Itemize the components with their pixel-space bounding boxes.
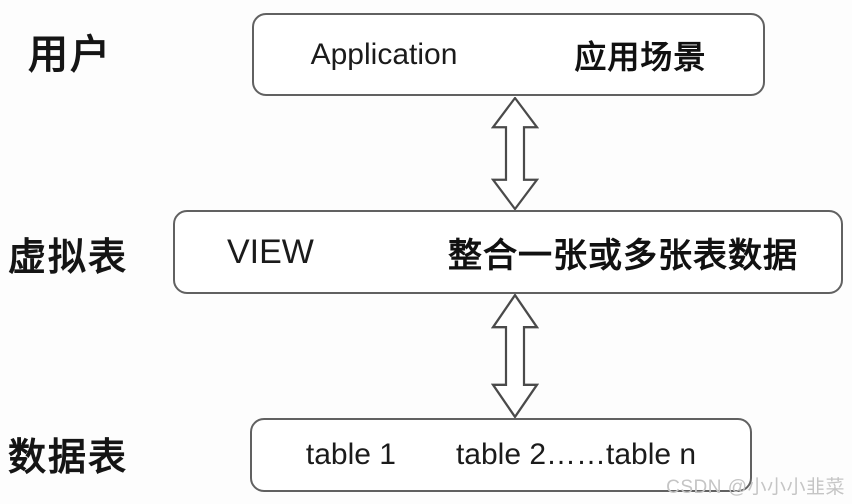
row-label-data-table: 数据表 (8, 437, 129, 479)
tables-box-table1-label: table 1 (305, 438, 396, 471)
application-box-en-label: Application (310, 37, 458, 71)
application-box: Application 应用场景 (252, 13, 765, 96)
view-box-en-label: VIEW (227, 232, 314, 271)
view-box: VIEW 整合一张或多张表数据 (173, 210, 843, 294)
tables-box: table 1 table 2……table n (250, 418, 752, 492)
tables-box-table2n-label: table 2……table n (455, 438, 697, 471)
watermark: CSDN @小小小韭菜 (666, 477, 845, 498)
double-arrow-icon (491, 294, 539, 418)
row-label-virtual-table: 虚拟表 (8, 237, 129, 279)
view-box-zh-label: 整合一张或多张表数据 (448, 236, 798, 275)
row-label-user: 用户 (28, 33, 112, 77)
application-box-zh-label: 应用场景 (574, 38, 707, 75)
double-arrow-icon (491, 97, 539, 210)
